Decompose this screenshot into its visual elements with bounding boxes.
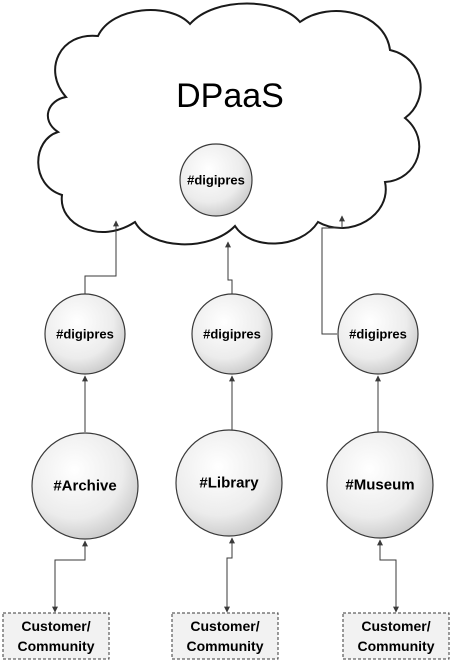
library-community-line2: Community (187, 638, 264, 654)
cloud-shape (37, 2, 422, 246)
cloud-title: DPaaS (176, 77, 284, 115)
museum-community-connector (377, 539, 399, 613)
column-museum: #digipres #Museum Customer/ Community (326, 293, 450, 660)
column-archive: #digipres #Archive Customer/ Community (2, 293, 139, 660)
connector-archive-hub-to-cloud (84, 220, 119, 295)
museum-label: #Museum (345, 477, 414, 494)
cloud-digipres-node (179, 143, 253, 217)
archive-hub-label: #digipres (56, 327, 114, 342)
museum-hub-label: #digipres (349, 327, 407, 342)
library-label: #Library (199, 475, 259, 492)
museum-community-box (342, 612, 450, 660)
museum-node (326, 431, 434, 539)
library-hub-label: #digipres (203, 327, 261, 342)
cloud-digipres-label: #digipres (187, 173, 245, 188)
connector-library-hub-to-cloud (225, 241, 233, 297)
column-library: #digipres #Library Customer/ Community (171, 293, 283, 660)
library-community-connector (224, 537, 235, 613)
museum-community-line1: Customer/ (361, 618, 430, 634)
library-community-box (171, 612, 279, 660)
museum-community-line2: Community (358, 638, 435, 654)
museum-hub-node (337, 293, 419, 375)
archive-label: #Archive (53, 478, 116, 495)
archive-community-box (2, 612, 110, 660)
archive-node (31, 432, 139, 540)
archive-hub-node (44, 293, 126, 375)
hub-to-cloud-connectors (84, 215, 345, 335)
connector-museum-hub-to-cloud (321, 215, 345, 335)
library-community-line1: Customer/ (190, 618, 259, 634)
library-hub-node (191, 293, 273, 375)
archive-community-line1: Customer/ (21, 618, 90, 634)
library-node (175, 429, 283, 537)
dpaas-cloud: DPaaS #digipres (37, 2, 422, 246)
archive-community-connector (52, 540, 88, 613)
archive-community-line2: Community (18, 638, 95, 654)
